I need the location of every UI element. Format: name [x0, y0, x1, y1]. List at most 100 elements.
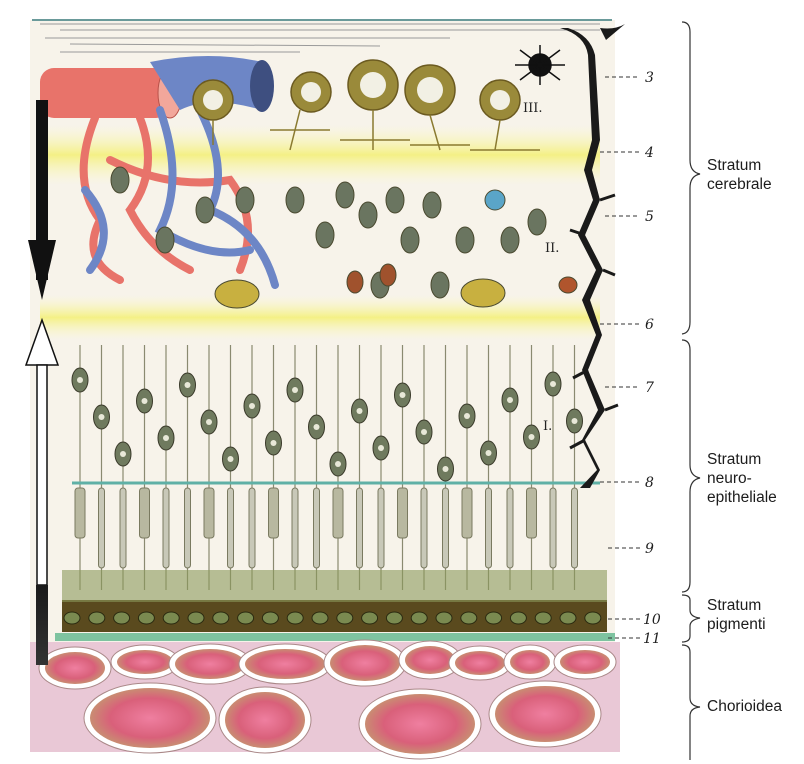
choroid-vessel-lumen	[175, 649, 245, 679]
pigment-cell-nucleus	[411, 612, 427, 624]
choroid-vessel-lumen	[245, 649, 325, 679]
pigment-cell-nucleus	[486, 612, 502, 624]
photoreceptor-nucleolus	[486, 450, 492, 456]
inner-plexiform-band-6	[40, 295, 600, 340]
pigment-cell-nucleus	[510, 612, 526, 624]
roman-numeral-iii: III.	[523, 101, 543, 116]
choroid-vessel-lumen	[405, 646, 455, 674]
ref-number-11: 11	[643, 631, 661, 647]
roman-numeral-i: I.	[543, 419, 552, 434]
label-stratum-cerebrale: Stratum cerebrale	[707, 156, 772, 194]
cone-segment	[140, 488, 150, 538]
gradient-arrow-shaft	[36, 585, 48, 665]
choroid-vessel-lumen	[365, 694, 475, 754]
ref-number-9: 9	[645, 541, 654, 557]
photoreceptor-nucleolus	[163, 435, 169, 441]
photoreceptor-nucleolus	[314, 424, 320, 430]
rod-segment	[185, 488, 191, 568]
pigment-cell-nucleus	[337, 612, 353, 624]
curly-brace-icon	[682, 22, 700, 760]
photoreceptor-nucleolus	[271, 440, 277, 446]
pigment-cell-nucleus	[163, 612, 179, 624]
label-stratum-pigmenti: Stratum pigmenti	[707, 596, 766, 634]
pigment-cell-nucleus	[287, 612, 303, 624]
choroid-layer	[30, 640, 620, 759]
pigment-cell-nucleus	[436, 612, 452, 624]
rod-segment	[507, 488, 513, 568]
pigment-cell-nucleus	[213, 612, 229, 624]
pigment-epithelium	[62, 570, 607, 632]
rod-segment	[421, 488, 427, 568]
choroid-vessel-lumen	[45, 652, 105, 684]
choroid-vessel-lumen	[495, 686, 595, 742]
astrocyte	[515, 45, 565, 85]
photoreceptor-nucleolus	[357, 408, 363, 414]
rod-segment	[163, 488, 169, 568]
photoreceptor-nucleolus	[443, 466, 449, 472]
photoreceptor-nucleolus	[142, 398, 148, 404]
cone-segment	[527, 488, 537, 538]
pigment-cell-nucleus	[560, 612, 576, 624]
cone-segment	[462, 488, 472, 538]
photoreceptor-nucleolus	[99, 414, 105, 420]
choroid-vessel-lumen	[117, 650, 173, 674]
rod-segment	[120, 488, 126, 568]
photoreceptor-nucleolus	[378, 445, 384, 451]
photoreceptor-nucleolus	[77, 377, 83, 383]
pigment-cell-nucleus	[585, 612, 601, 624]
rod-segment	[357, 488, 363, 568]
photoreceptor-nucleolus	[421, 429, 427, 435]
ref-number-10: 10	[643, 612, 661, 628]
ref-number-3: 3	[645, 70, 654, 86]
rod-segment	[550, 488, 556, 568]
rod-segment	[572, 488, 578, 568]
label-stratum-neuroepitheliale: Stratum neuro- epitheliale	[707, 450, 777, 507]
pigment-cell-nucleus	[535, 612, 551, 624]
ref-number-6: 6	[645, 317, 654, 333]
photoreceptor-nucleolus	[550, 381, 556, 387]
pigment-cell-nucleus	[188, 612, 204, 624]
ref-number-7: 7	[645, 380, 654, 396]
pigment-cell-nucleus	[138, 612, 154, 624]
choroid-vessel-lumen	[225, 692, 305, 748]
ref-number-8: 8	[645, 475, 654, 491]
pigment-cell-nucleus	[312, 612, 328, 624]
roman-numeral-ii: II.	[545, 241, 559, 256]
rod-segment	[486, 488, 492, 568]
photoreceptor-nucleolus	[335, 461, 341, 467]
pigment-cell-nucleus	[114, 612, 130, 624]
pigment-cell-nucleus	[386, 612, 402, 624]
rod-segment	[99, 488, 105, 568]
photoreceptor-nucleolus	[400, 392, 406, 398]
pigment-cell-nucleus	[64, 612, 80, 624]
pigment-cell-nucleus	[262, 612, 278, 624]
cone-segment	[269, 488, 279, 538]
pigment-cell-nucleus	[461, 612, 477, 624]
pigment-cell-nucleus	[238, 612, 254, 624]
photoreceptor-nucleolus	[249, 403, 255, 409]
cone-segment	[204, 488, 214, 538]
photoreceptor-nucleolus	[572, 418, 578, 424]
cone-segment	[398, 488, 408, 538]
photoreceptor-nucleolus	[206, 419, 212, 425]
pigment-cell-nucleus	[362, 612, 378, 624]
rod-segment	[314, 488, 320, 568]
bruch-membrane	[55, 633, 615, 641]
photoreceptor-nucleolus	[464, 413, 470, 419]
ref-number-4: 4	[644, 145, 654, 161]
rod-segment	[292, 488, 298, 568]
cone-segment	[75, 488, 85, 538]
photoreceptor-nucleolus	[228, 456, 234, 462]
ref-number-5: 5	[645, 209, 654, 225]
photoreceptor-nucleolus	[120, 451, 126, 457]
rod-segment	[378, 488, 384, 568]
photoreceptor-nucleolus	[529, 434, 535, 440]
rod-segment	[249, 488, 255, 568]
photoreceptor-nucleolus	[507, 397, 513, 403]
pigment-cell-nucleus	[89, 612, 105, 624]
rod-segment	[228, 488, 234, 568]
label-chorioidea: Chorioidea	[707, 697, 782, 716]
choroid-vessel-lumen	[560, 650, 610, 674]
photoreceptor-nucleolus	[292, 387, 298, 393]
